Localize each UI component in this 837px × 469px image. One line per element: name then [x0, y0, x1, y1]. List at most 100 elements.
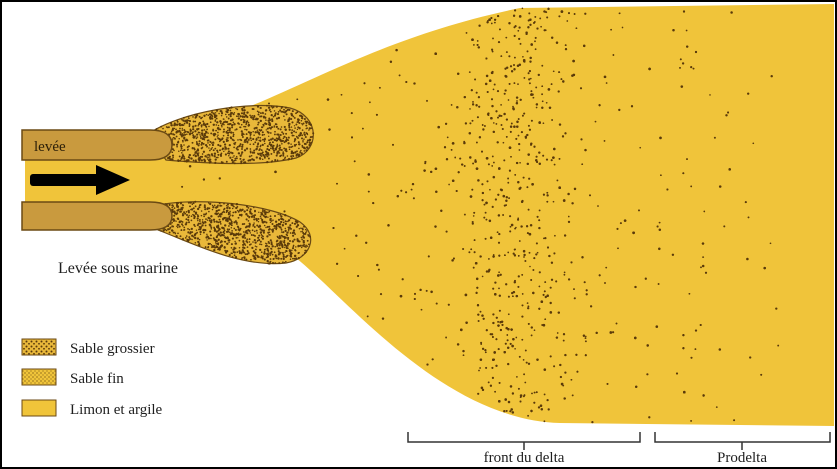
sediment-dot — [354, 160, 356, 162]
sediment-dot — [273, 150, 275, 152]
sediment-dot — [657, 226, 659, 228]
sediment-dot — [281, 143, 283, 145]
sediment-dot — [282, 159, 284, 161]
sediment-dot — [233, 235, 235, 237]
sediment-dot — [201, 117, 203, 119]
sediment-dot — [485, 367, 487, 369]
sediment-dot — [198, 244, 200, 246]
sediment-dot — [745, 201, 747, 203]
sediment-dot — [563, 333, 565, 335]
sediment-dot — [302, 129, 304, 131]
sediment-dot — [302, 232, 304, 234]
sediment-dot — [282, 246, 284, 248]
sediment-dot — [239, 209, 241, 211]
sediment-dot — [301, 237, 303, 239]
sediment-dot — [491, 49, 493, 51]
sediment-dot — [289, 252, 291, 254]
sediment-dot — [581, 256, 583, 258]
sediment-dot — [282, 155, 284, 157]
sediment-dot — [216, 210, 218, 212]
sediment-dot — [556, 179, 558, 181]
sediment-dot — [543, 10, 545, 12]
sediment-dot — [575, 354, 577, 356]
sediment-dot — [235, 229, 237, 231]
sediment-dot — [586, 293, 588, 295]
sediment-dot — [281, 240, 282, 241]
sediment-dot — [224, 228, 226, 230]
sediment-dot — [207, 156, 209, 158]
sediment-dot — [199, 143, 200, 144]
sediment-dot — [466, 32, 468, 34]
sediment-dot — [228, 241, 230, 243]
sediment-dot — [568, 278, 570, 280]
sediment-dot — [206, 234, 207, 235]
sediment-dot — [270, 215, 272, 217]
sediment-dot — [522, 7, 524, 9]
sediment-dot — [281, 228, 283, 230]
sediment-dot — [171, 225, 173, 227]
sediment-dot — [285, 107, 287, 109]
sediment-dot — [196, 229, 197, 230]
sediment-dot — [476, 167, 479, 170]
sediment-dot — [585, 336, 587, 338]
sediment-dot — [362, 128, 364, 130]
sediment-dot — [227, 123, 229, 125]
sediment-dot — [238, 117, 240, 119]
sediment-dot — [264, 225, 266, 227]
sediment-dot — [277, 247, 279, 249]
sediment-dot — [285, 220, 287, 222]
sediment-dot — [232, 208, 233, 209]
sediment-dot — [520, 401, 522, 403]
sediment-dot — [281, 126, 283, 128]
sediment-dot — [659, 229, 662, 232]
sediment-dot — [541, 65, 543, 67]
sediment-dot — [183, 211, 185, 213]
sediment-dot — [573, 288, 575, 290]
sediment-dot — [174, 207, 176, 209]
sediment-dot — [288, 119, 290, 121]
sediment-dot — [194, 137, 195, 138]
sediment-dot — [225, 153, 227, 155]
sediment-dot — [702, 256, 704, 258]
sediment-dot — [274, 246, 276, 248]
sediment-dot — [534, 21, 536, 23]
sediment-dot — [542, 155, 544, 157]
sediment-dot — [624, 219, 627, 222]
sediment-dot — [590, 305, 592, 307]
sediment-dot — [214, 114, 216, 116]
sediment-dot — [576, 27, 578, 29]
sediment-dot — [234, 112, 235, 113]
prodelta-label: Prodelta — [717, 450, 767, 466]
sediment-dot — [211, 118, 213, 120]
sediment-dot — [294, 255, 296, 257]
sediment-dot — [272, 231, 274, 233]
sediment-dot — [287, 255, 288, 256]
sediment-dot — [212, 206, 214, 208]
sediment-dot — [233, 247, 235, 249]
sediment-dot — [228, 225, 230, 227]
sediment-dot — [274, 133, 276, 135]
sediment-dot — [196, 114, 198, 116]
sediment-dot — [482, 276, 484, 278]
sediment-dot — [245, 213, 247, 215]
sediment-dot — [283, 240, 284, 241]
sediment-dot — [285, 133, 287, 135]
sediment-dot — [233, 139, 235, 141]
sediment-dot — [223, 211, 224, 212]
sediment-dot — [503, 142, 505, 144]
sediment-dot — [197, 136, 198, 137]
sediment-dot — [540, 404, 543, 407]
sediment-dot — [204, 206, 206, 208]
sediment-dot — [226, 161, 228, 163]
sediment-dot — [478, 320, 480, 322]
sediment-dot — [262, 144, 264, 146]
sediment-dot — [607, 383, 609, 385]
sediment-dot — [248, 216, 250, 218]
sediment-dot — [218, 228, 220, 230]
sediment-dot — [192, 142, 194, 144]
sediment-dot — [246, 147, 248, 149]
sediment-dot — [217, 154, 219, 156]
sediment-dot — [432, 358, 434, 360]
sediment-dot — [527, 415, 529, 417]
sediment-dot — [237, 115, 239, 117]
